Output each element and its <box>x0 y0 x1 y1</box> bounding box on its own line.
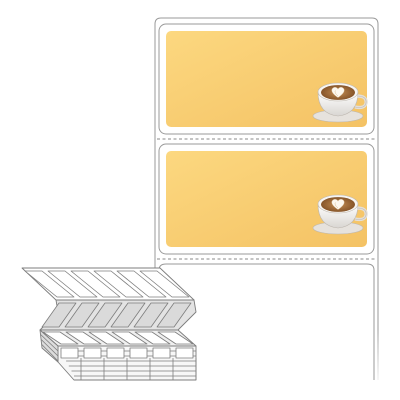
fanfold-topface-cell <box>88 331 125 345</box>
label-1-artwork <box>166 31 367 127</box>
fanfold-front-cell <box>152 347 171 359</box>
fanfold-front-cell <box>175 347 194 359</box>
fanfold-fold-cell <box>64 302 100 328</box>
fanfold-topface-cell <box>65 331 102 345</box>
fanfold-label-cell <box>93 270 144 298</box>
fanfold-front-cell <box>60 347 79 359</box>
fanfold-topface-cell <box>157 331 194 345</box>
fanfold-front-cell <box>83 347 102 359</box>
fanfold-fold-cell <box>133 302 169 328</box>
label-2 <box>158 143 375 255</box>
label-2-artwork <box>166 151 367 247</box>
fanfold-fold-labels <box>41 302 192 328</box>
fanfold-topface-cell <box>111 331 148 345</box>
fanfold-fold-cell <box>87 302 123 328</box>
fanfold-label-cell <box>139 270 190 298</box>
fanfold-label-stack-icon <box>21 267 197 381</box>
fanfold-label-cell <box>70 270 121 298</box>
fanfold-topface-cell <box>42 331 79 345</box>
fanfold-top-sheet-labels <box>24 270 190 298</box>
label-liner-roll <box>150 17 385 390</box>
stack-layer-line <box>40 339 59 357</box>
fanfold-front-labels <box>42 331 197 380</box>
fanfold-label-cell <box>116 270 167 298</box>
fanfold-label-cell <box>47 270 98 298</box>
label-1 <box>158 23 375 135</box>
fanfold-topface-cell <box>134 331 171 345</box>
stack-layer-line <box>40 334 59 352</box>
fanfold-fold-cell <box>41 302 77 328</box>
fanfold-fold-cell <box>156 302 192 328</box>
stack-layer-line <box>41 344 59 362</box>
fanfold-label-cell <box>24 270 75 298</box>
fanfold-fold-cell <box>110 302 146 328</box>
fanfold-front-cell <box>106 347 125 359</box>
fanfold-front-cell <box>129 347 148 359</box>
